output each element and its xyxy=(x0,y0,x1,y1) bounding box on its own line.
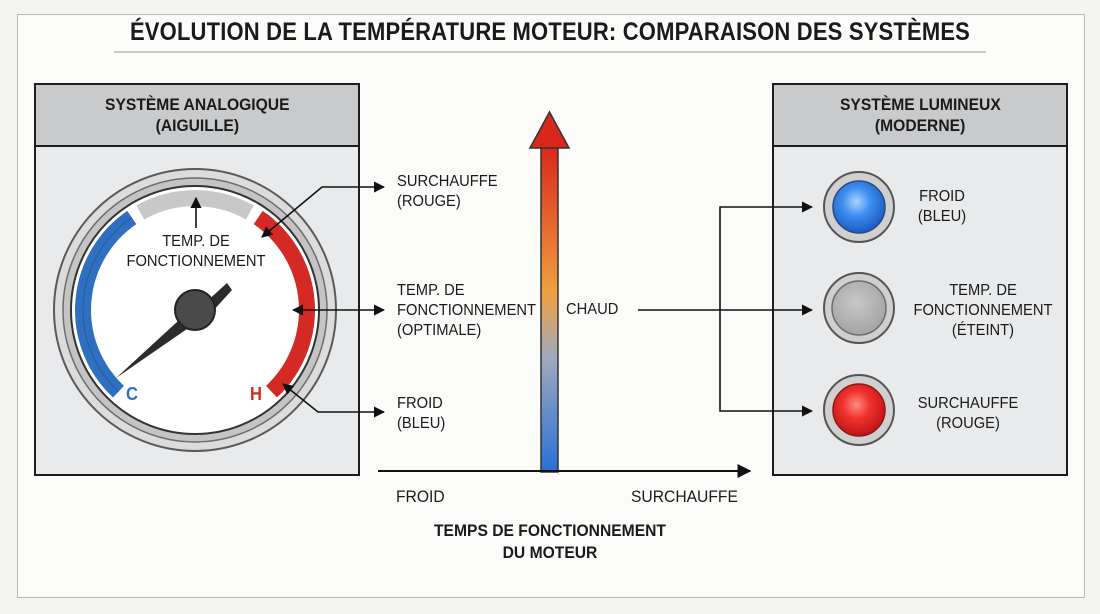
light-overheat-label-line2: (ROUGE) xyxy=(936,415,1000,432)
gauge-cold-mark: C xyxy=(126,384,138,404)
label-operating: TEMP. DE FONCTIONNEMENT (OPTIMALE) xyxy=(397,281,536,341)
light-operating-label-line2: FONCTIONNEMENT xyxy=(913,302,1053,319)
heat-arrow-label: CHAUD xyxy=(566,301,619,318)
connector-overheat xyxy=(261,181,386,238)
label-cold: FROID (BLEU) xyxy=(397,394,445,434)
label-operating-line1: TEMP. DE xyxy=(397,282,465,299)
label-overheat-line1: SURCHAUFFE xyxy=(397,173,498,190)
light-panel-title-line1: SYSTÈME LUMINEUX xyxy=(839,95,1001,114)
axis-title: TEMPS DE FONCTIONNEMENT DU MOTEUR xyxy=(403,520,697,564)
light-panel: SYSTÈME LUMINEUX (MODERNE) xyxy=(772,83,1068,476)
analog-panel-header: SYSTÈME ANALOGIQUE (AIGUILLE) xyxy=(36,85,358,147)
label-overheat-line2: (ROUGE) xyxy=(397,193,461,210)
light-panel-title-line2: (MODERNE) xyxy=(874,116,966,135)
light-cold-label-line2: (BLEU) xyxy=(917,208,967,225)
label-operating-line2: FONCTIONNEMENT xyxy=(397,302,537,319)
gauge-center-label-line2: FONCTIONNEMENT xyxy=(126,253,266,270)
title-underline xyxy=(114,51,986,53)
connector-cold xyxy=(282,383,386,418)
light-operating-label: TEMP. DE FONCTIONNEMENT (ÉTEINT) xyxy=(909,281,1056,341)
label-overheat: SURCHAUFFE (ROUGE) xyxy=(397,172,498,212)
light-panel-header: SYSTÈME LUMINEUX (MODERNE) xyxy=(774,85,1066,147)
light-overheat-label-line1: SURCHAUFFE xyxy=(917,395,1019,412)
axis-right-label: SURCHAUFFE xyxy=(631,487,738,506)
gauge-center-label: TEMP. DE FONCTIONNEMENT xyxy=(122,232,269,272)
analog-gauge xyxy=(53,168,337,452)
analog-panel-title-line2: (AIGUILLE) xyxy=(155,116,239,135)
gauge-needle xyxy=(116,310,200,378)
light-cold-label-line1: FROID xyxy=(919,188,965,205)
heat-arrow xyxy=(528,110,571,473)
light-overheat-label: SURCHAUFFE (ROUGE) xyxy=(908,394,1028,434)
connector-lights-bracket xyxy=(719,201,814,417)
label-cold-line2: (BLEU) xyxy=(397,415,446,432)
light-cold-label: FROID (BLEU) xyxy=(887,187,997,227)
gauge-center-label-line1: TEMP. DE xyxy=(162,233,230,250)
light-overheat xyxy=(823,374,895,446)
gauge-hot-mark: H xyxy=(250,384,262,404)
gauge-hub xyxy=(174,289,216,331)
label-cold-line1: FROID xyxy=(397,395,443,412)
label-operating-line3: (OPTIMALE) xyxy=(397,322,482,339)
axis-title-line1: TEMPS DE FONCTIONNEMENT xyxy=(433,521,666,540)
gauge-cold-arc xyxy=(75,210,137,398)
axis-title-line2: DU MOTEUR xyxy=(502,543,598,562)
axis-left-label: FROID xyxy=(396,487,445,506)
light-operating xyxy=(823,272,895,344)
analog-panel-title-line1: SYSTÈME ANALOGIQUE xyxy=(104,95,290,114)
light-operating-label-line3: (ÉTEINT) xyxy=(951,322,1015,339)
diagram-title: ÉVOLUTION DE LA TEMPÉRATURE MOTEUR: COMP… xyxy=(129,18,971,46)
light-operating-label-line1: TEMP. DE xyxy=(949,282,1017,299)
light-cold xyxy=(823,171,895,243)
